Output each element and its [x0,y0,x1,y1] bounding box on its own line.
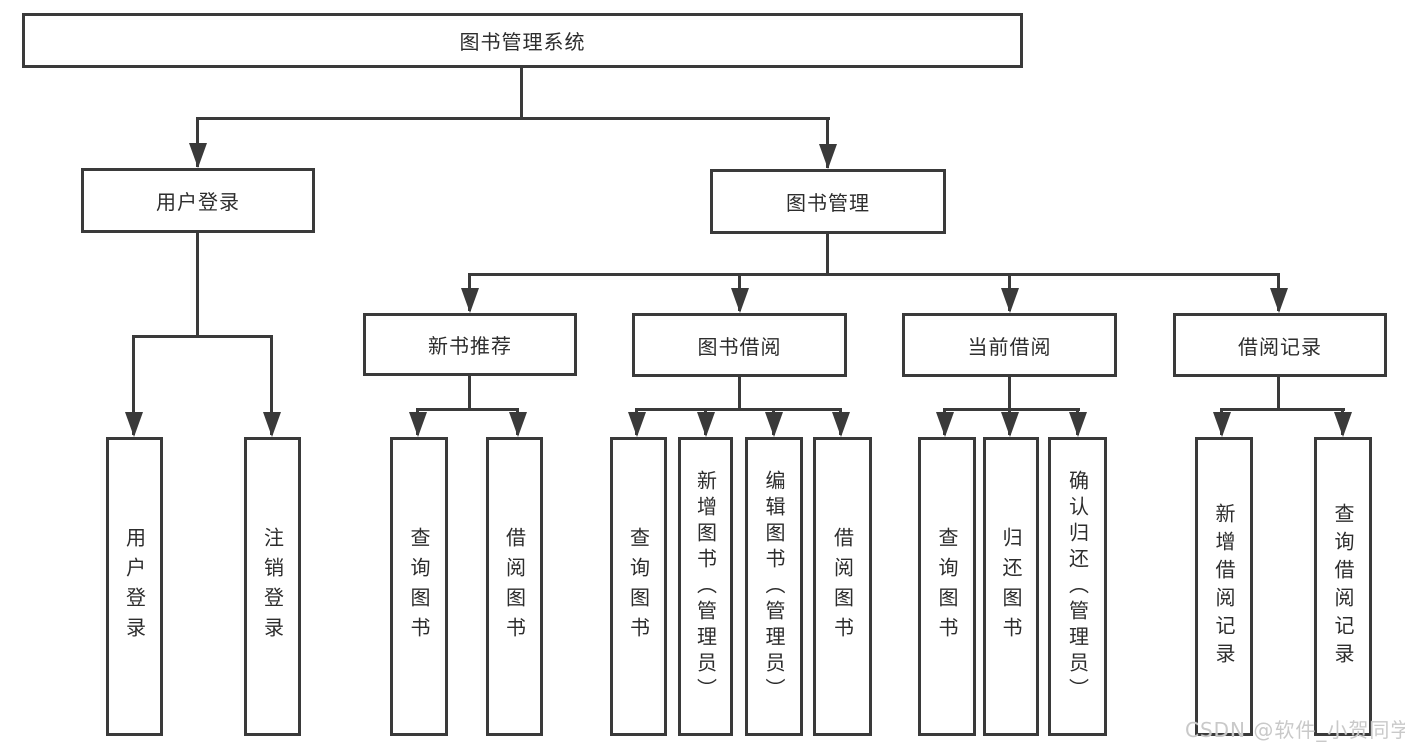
connector-book-mgmt-stem [826,117,829,168]
node-leaf-borrow-book-2: 借阅图书 [813,437,872,736]
arrowhead-down-icon [461,288,479,313]
arrowhead-down-icon [765,412,783,437]
node-leaf-add-borrow-record: 新增借阅记录 [1195,437,1253,736]
arrowhead-down-icon [1069,412,1087,437]
connector-book-mgmt-down [826,234,829,276]
arrowhead-down-icon [509,412,527,437]
node-label: 用户登录 [156,190,240,214]
node-label: 新书推荐 [428,334,512,358]
connector-user-login-bus [132,335,273,338]
node-leaf-edit-book-admin: 编辑图书（管理员） [745,437,803,736]
node-label: 查询借阅记录 [1331,502,1355,671]
node-library-system: 图书管理系统 [22,13,1023,68]
node-leaf-add-book-admin: 新增图书（管理员） [678,437,733,736]
node-label: 借阅图书 [830,526,855,647]
arrowhead-down-icon [189,143,207,168]
node-leaf-return-book: 归还图书 [983,437,1039,736]
connector-bus [1220,408,1345,411]
connector-level3-bus [468,273,1280,276]
csdn-watermark: CSDN @软件_小贺同学 [1185,718,1405,742]
node-leaf-query-book-2: 查询图书 [610,437,667,736]
node-label: 图书管理 [786,191,870,215]
node-label: 当前借阅 [967,334,1052,359]
node-label: 图书借阅 [697,334,782,359]
node-label: 归还图书 [999,526,1023,647]
connector-user-login-stem [196,117,199,167]
connector-down [468,376,471,411]
arrowhead-down-icon [697,412,715,437]
connector-bus [416,408,519,411]
node-leaf-confirm-return-admin: 确认归还（管理员） [1048,437,1107,736]
arrowhead-down-icon [263,412,281,437]
node-label: 查询图书 [407,526,431,647]
arrowhead-down-icon [1334,412,1352,437]
arrowhead-down-icon [628,412,646,437]
node-label: 借阅记录 [1238,334,1322,359]
arrowhead-down-icon [125,412,143,437]
connector-down [1277,377,1280,411]
node-label: 新增借阅记录 [1212,502,1236,671]
node-user-login: 用户登录 [81,168,315,233]
node-label: 图书管理系统 [459,30,586,54]
node-leaf-user-login: 用户登录 [106,437,163,736]
node-label: 新增图书（管理员） [693,469,718,704]
arrowhead-down-icon [1001,288,1019,313]
node-label: 借阅图书 [502,526,527,647]
connector-down [738,377,741,411]
connector-bus [943,408,1080,411]
arrowhead-down-icon [936,412,954,437]
node-leaf-query-book-3: 查询图书 [918,437,976,736]
arrowhead-down-icon [731,288,749,313]
connector-leaf-stem [132,335,135,435]
connector-root-stem [520,66,523,119]
arrowhead-down-icon [1270,288,1288,313]
node-label: 查询图书 [935,526,959,647]
node-borrow-record: 借阅记录 [1173,313,1387,377]
connector-leaf-stem [270,335,273,435]
arrowhead-down-icon [819,144,837,169]
node-new-book-recommend: 新书推荐 [363,313,577,376]
node-leaf-query-borrow-record: 查询借阅记录 [1314,437,1372,736]
node-leaf-logout: 注销登录 [244,437,301,736]
node-label: 用户登录 [122,526,147,647]
connector-user-login-down [196,233,199,335]
node-label: 注销登录 [260,526,285,647]
node-label: 编辑图书（管理员） [762,469,786,704]
connector-level2-bus [196,117,830,120]
arrowhead-down-icon [1001,412,1019,437]
node-leaf-query-book-1: 查询图书 [390,437,448,736]
arrowhead-down-icon [1213,412,1231,437]
arrowhead-down-icon [832,412,850,437]
node-leaf-borrow-book-1: 借阅图书 [486,437,543,736]
connector-down [1008,377,1011,411]
arrowhead-down-icon [409,412,427,437]
node-book-borrow: 图书借阅 [632,313,847,377]
node-label: 确认归还（管理员） [1065,469,1090,704]
node-book-management: 图书管理 [710,169,946,234]
connector-bus [635,408,842,411]
node-current-borrow: 当前借阅 [902,313,1117,377]
node-label: 查询图书 [626,526,651,647]
